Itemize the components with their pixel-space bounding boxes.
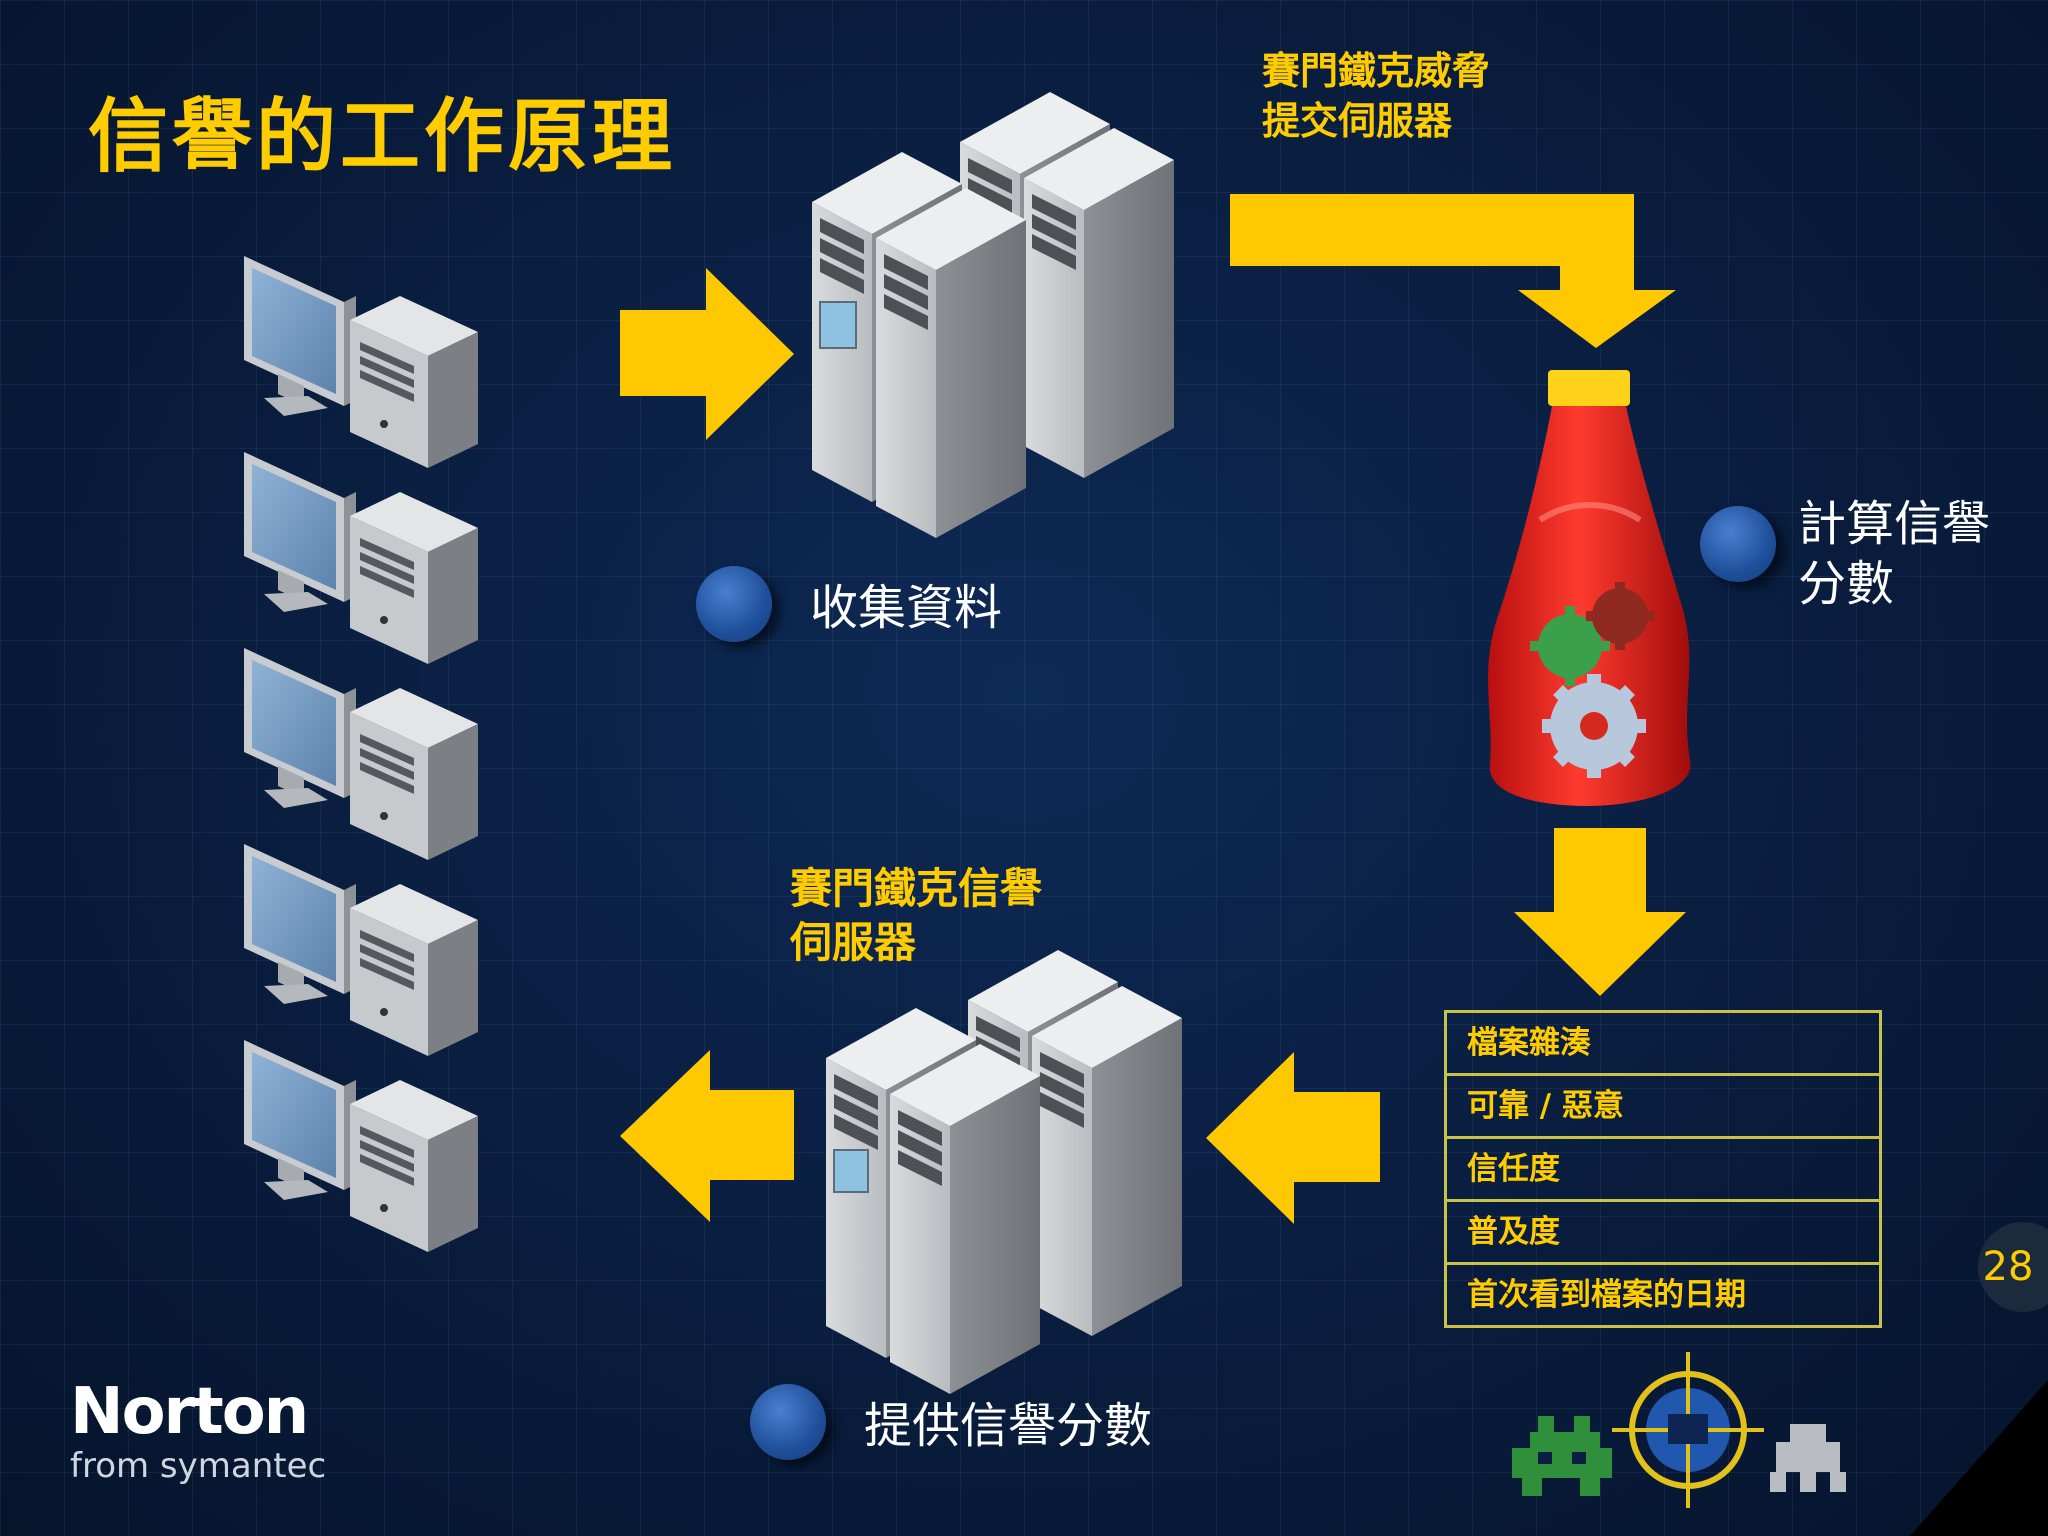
client-computer-icon bbox=[244, 844, 478, 1056]
collect-data-label: 收集資料 bbox=[810, 580, 1003, 636]
client-computer-icon bbox=[244, 256, 478, 468]
space-invader-icon bbox=[1770, 1424, 1846, 1492]
brand-name: Norton bbox=[70, 1375, 309, 1449]
arrow-to-bottom-server-icon bbox=[1206, 1052, 1380, 1224]
reputation-server-caption: 賽門鐵克信譽 伺服器 bbox=[790, 862, 1042, 970]
client-computer-icon bbox=[244, 648, 478, 860]
submission-server-icon bbox=[812, 92, 1174, 538]
space-invader-icon bbox=[1512, 1416, 1612, 1496]
step-circle-icon bbox=[696, 566, 772, 642]
table-row: 信任度 bbox=[1447, 1139, 1879, 1202]
step-circle-icon bbox=[1700, 506, 1776, 582]
bottle-icon bbox=[1488, 370, 1691, 806]
table-row: 檔案雜湊 bbox=[1447, 1013, 1879, 1076]
arrow-to-clients-icon bbox=[620, 1050, 794, 1222]
caption-line: 伺服器 bbox=[790, 918, 917, 967]
page-number: 28 bbox=[1978, 1222, 2048, 1312]
caption-line: 提交伺服器 bbox=[1262, 99, 1453, 143]
step-circle-icon bbox=[750, 1384, 826, 1460]
client-computer-icon bbox=[244, 452, 478, 664]
arrow-to-bottle-icon bbox=[1230, 194, 1676, 348]
arrow-to-table-icon bbox=[1514, 828, 1686, 996]
table-row: 普及度 bbox=[1447, 1202, 1879, 1265]
brand-sub: from symantec bbox=[70, 1446, 327, 1486]
caption-line: 賽門鐵克威脅 bbox=[1262, 49, 1491, 93]
compute-score-label: 計算信譽 分數 bbox=[1798, 494, 1990, 614]
crosshair-icon bbox=[1612, 1352, 1764, 1508]
reputation-attributes-table: 檔案雜湊 可靠 / 惡意 信任度 普及度 首次看到檔案的日期 bbox=[1444, 1010, 1882, 1328]
norton-logo: Norton from symantec bbox=[70, 1380, 326, 1484]
slide-title: 信譽的工作原理 bbox=[88, 90, 676, 183]
corner-decoration bbox=[1910, 1380, 2048, 1536]
arrow-to-server-icon bbox=[620, 268, 794, 440]
caption-line: 賽門鐵克信譽 bbox=[790, 864, 1043, 913]
table-row: 可靠 / 惡意 bbox=[1447, 1076, 1879, 1139]
table-row: 首次看到檔案的日期 bbox=[1467, 1277, 1746, 1313]
provide-score-label: 提供信譽分數 bbox=[864, 1398, 1153, 1454]
label-line: 計算信譽 bbox=[1798, 496, 1991, 552]
submission-server-caption: 賽門鐵克威脅 提交伺服器 bbox=[1262, 46, 1490, 146]
client-computer-icon bbox=[244, 1040, 478, 1252]
reputation-server-icon bbox=[826, 950, 1182, 1394]
label-line: 分數 bbox=[1798, 556, 1895, 612]
